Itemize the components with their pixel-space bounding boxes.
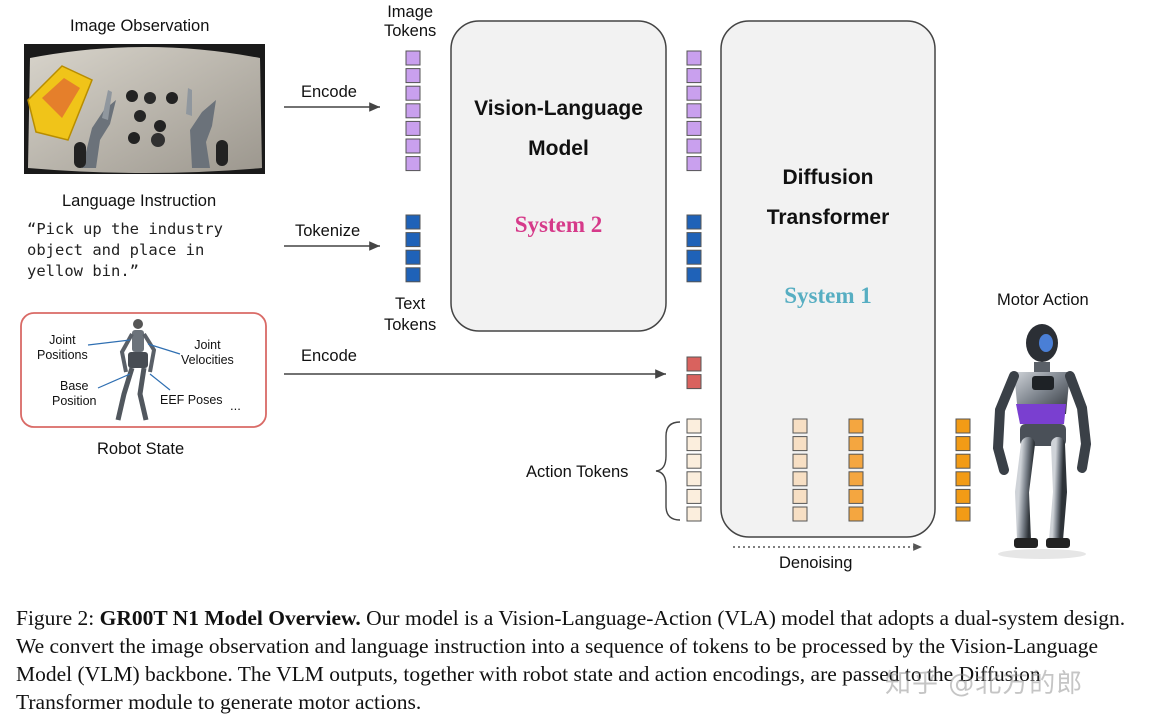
encode-state-label: Encode (301, 347, 357, 365)
motor-action-label: Motor Action (997, 291, 1089, 309)
joint-velocities-label: Joint Velocities (181, 338, 234, 367)
state-token (686, 374, 702, 390)
caption-prefix: Figure 2: (16, 606, 100, 630)
action-tokens-brace (655, 421, 681, 521)
ellipsis-label: ... (230, 398, 241, 413)
text-token (686, 267, 702, 283)
system2-label: System 2 (514, 212, 603, 237)
image-tokens-output (686, 50, 702, 172)
instruction-text: “Pick up the industry object and place i… (27, 220, 223, 280)
image-tokens-label: Image Tokens (384, 3, 437, 40)
image-token (405, 68, 421, 84)
denoising-token (848, 471, 864, 487)
encode-image-label: Encode (301, 83, 357, 101)
image-token (686, 103, 702, 119)
text-token (405, 267, 421, 283)
figure-caption: Figure 2: GR00T N1 Model Overview. Our m… (16, 604, 1151, 716)
vlm-box (450, 20, 667, 332)
action-token (686, 453, 702, 469)
denoising-token (848, 436, 864, 452)
text-token (405, 249, 421, 265)
text-tokens-label: Text Tokens (384, 295, 437, 334)
denoising-token (792, 418, 808, 434)
base-position-label: Base Position (52, 379, 97, 408)
denoising-token (848, 418, 864, 434)
motor-action-token (955, 471, 971, 487)
eef-poses-label: EEF Poses (160, 393, 223, 407)
image-observation-photo (24, 44, 265, 174)
dit-box (720, 20, 936, 538)
action-tokens (686, 418, 702, 522)
tokenize-label: Tokenize (295, 222, 361, 240)
action-token (686, 436, 702, 452)
dit-tokens-denoising-light (792, 418, 808, 522)
language-instruction-label: Language Instruction (62, 192, 217, 210)
motor-action-token (955, 506, 971, 522)
denoising-token (848, 488, 864, 504)
motor-action-tokens (955, 418, 971, 522)
motor-action-token (955, 436, 971, 452)
action-token (686, 488, 702, 504)
denoising-label: Denoising (779, 554, 853, 572)
text-token (686, 232, 702, 248)
image-token (405, 50, 421, 66)
image-observation-label: Image Observation (70, 17, 210, 35)
image-token (686, 50, 702, 66)
dit-title: Diffusion Transformer (766, 166, 890, 229)
action-token (686, 471, 702, 487)
system1-label: System 1 (784, 283, 872, 308)
image-token (405, 85, 421, 101)
state-token (686, 356, 702, 372)
denoising-token (792, 436, 808, 452)
denoising-token (792, 471, 808, 487)
image-token (686, 85, 702, 101)
caption-title: GR00T N1 Model Overview. (99, 606, 361, 630)
text-token (686, 249, 702, 265)
denoising-token (848, 453, 864, 469)
motor-action-token (955, 418, 971, 434)
text-token (405, 232, 421, 248)
text-token (686, 214, 702, 230)
caption-body: Our model is a Vision-Language-Action (V… (16, 606, 1126, 714)
robot-state-figure (87, 319, 181, 421)
motor-action-token (955, 453, 971, 469)
image-token (686, 156, 702, 172)
dit-tokens-denoising-orange (848, 418, 864, 522)
denoising-token (792, 488, 808, 504)
action-tokens-label: Action Tokens (526, 463, 629, 481)
motor-action-token (955, 488, 971, 504)
vlm-title: Vision-Language Model (474, 97, 643, 160)
watermark: 知乎 @北方的郎 (885, 669, 1084, 699)
humanoid-robot-image (992, 324, 1092, 559)
image-token (686, 68, 702, 84)
denoising-token (792, 453, 808, 469)
image-tokens-input (405, 50, 421, 172)
action-token (686, 506, 702, 522)
text-tokens-input (405, 214, 421, 283)
image-token (686, 138, 702, 154)
image-token (405, 156, 421, 172)
image-token (405, 120, 421, 136)
joint-positions-label: Joint Positions (37, 333, 88, 362)
action-token (686, 418, 702, 434)
denoising-token (792, 506, 808, 522)
image-token (405, 138, 421, 154)
robot-state-label: Robot State (97, 440, 185, 458)
image-token (405, 103, 421, 119)
denoising-token (848, 506, 864, 522)
text-token (405, 214, 421, 230)
image-token (686, 120, 702, 136)
text-tokens-output (686, 214, 702, 283)
state-tokens (686, 356, 702, 390)
